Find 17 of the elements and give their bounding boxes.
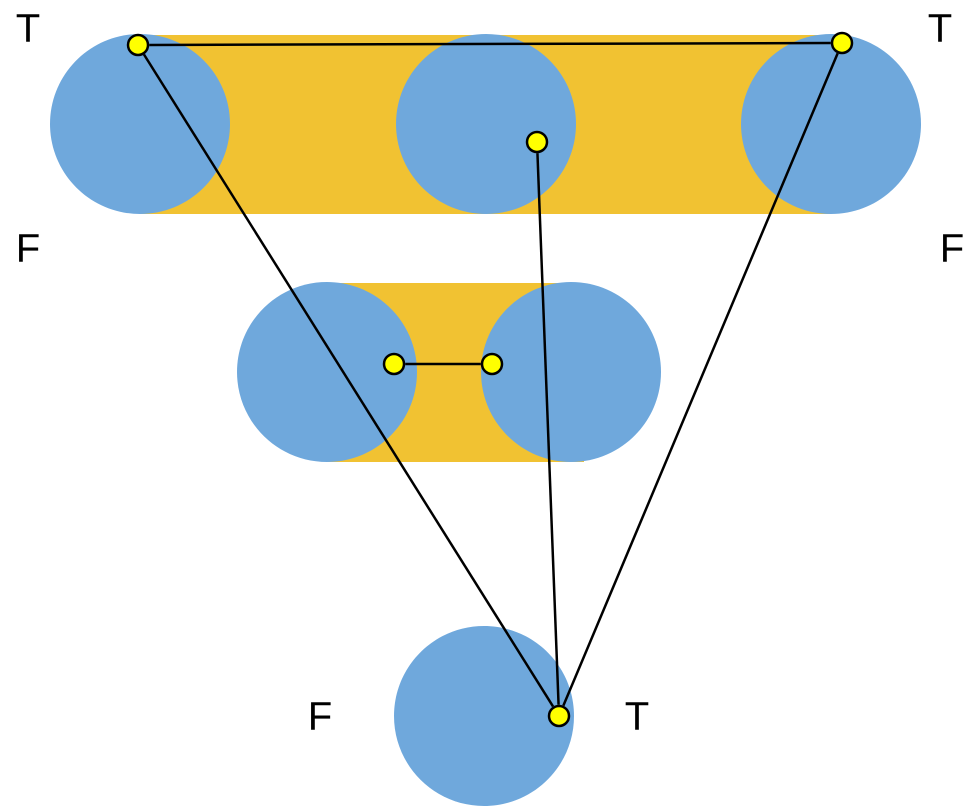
connection-dot <box>526 130 548 154</box>
connection-dot <box>548 704 570 728</box>
truth-label: F <box>943 234 963 262</box>
connection-dot <box>382 352 406 376</box>
truth-label: T <box>928 14 952 42</box>
connection-dot <box>480 352 504 376</box>
truth-label: T <box>16 14 40 42</box>
connector-line <box>405 362 481 366</box>
connector-line <box>142 54 554 708</box>
truth-label: F <box>311 702 331 730</box>
connector-line <box>536 153 560 705</box>
truth-label: T <box>626 702 648 730</box>
truth-label: F <box>19 234 39 262</box>
connection-dot <box>830 32 854 54</box>
connection-dot <box>126 34 150 56</box>
connector-line <box>149 42 831 46</box>
connector-line <box>562 52 839 706</box>
